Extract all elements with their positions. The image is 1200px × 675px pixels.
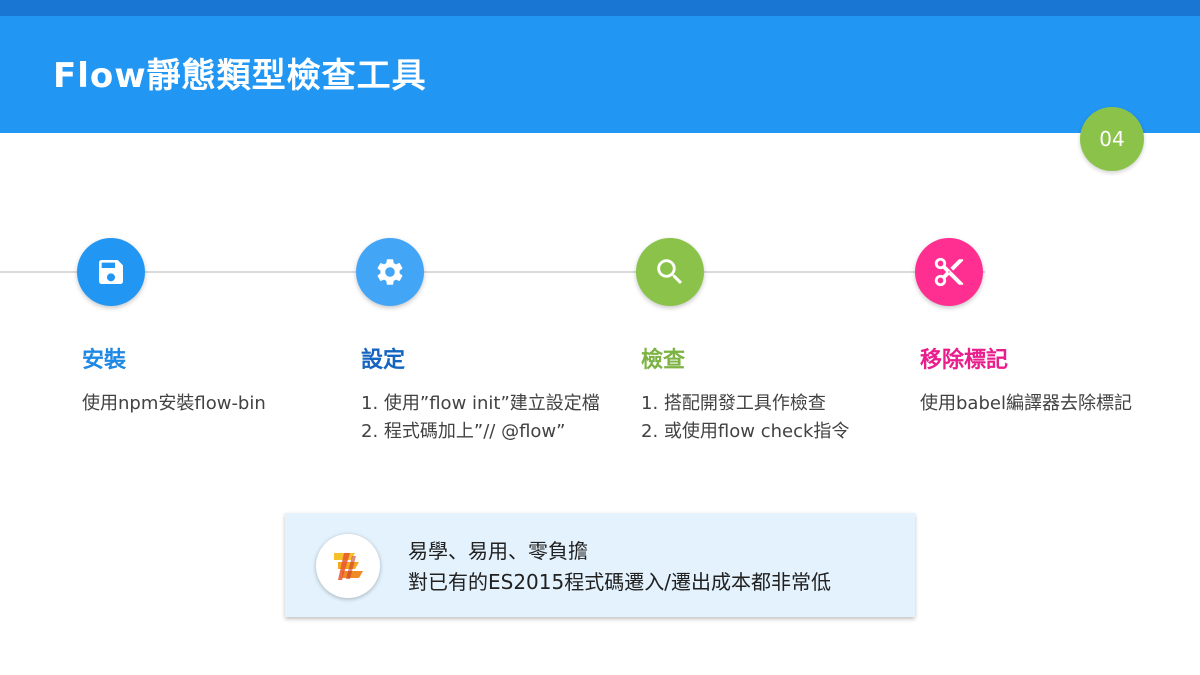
page-number-badge: 04 (1080, 107, 1144, 171)
step-check-title: 檢查 (641, 348, 686, 373)
timeline-line (0, 271, 985, 273)
callout-line-2: 對已有的ES2015程式碼遷入/遷出成本都非常低 (408, 570, 831, 594)
step-remove-description: 使用babel編譯器去除標記 (920, 390, 1132, 418)
flow-logo-mark (334, 553, 363, 580)
callout-box: 易學、易用、零負擔 對已有的ES2015程式碼遷入/遷出成本都非常低 (285, 513, 915, 617)
floppy-disk-icon (99, 260, 123, 284)
step-remove-line: 使用babel編譯器去除標記 (920, 393, 1132, 414)
step-config-icon-circle (356, 238, 424, 306)
step-config-line: 1. 使用”flow init”建立設定檔 (361, 393, 600, 414)
step-remove-title: 移除標記 (920, 348, 1009, 373)
callout-text: 易學、易用、零負擔 對已有的ES2015程式碼遷入/遷出成本都非常低 (408, 536, 831, 598)
step-check-line: 1. 搭配開發工具作檢查 (641, 393, 826, 414)
step-config-description: 1. 使用”flow init”建立設定檔 2. 程式碼加上”// @flow” (361, 390, 600, 446)
slide-header: Flow靜態類型檢查工具 (0, 16, 1200, 133)
step-config-title: 設定 (361, 348, 406, 373)
step-install-line: 使用npm安裝flow-bin (82, 393, 266, 414)
step-config-line: 2. 程式碼加上”// @flow” (361, 421, 566, 442)
flow-logo-icon (316, 534, 380, 598)
step-install-title: 安裝 (82, 348, 127, 373)
search-icon (657, 259, 683, 285)
step-install-description: 使用npm安裝flow-bin (82, 390, 266, 418)
step-install-icon-circle (77, 238, 145, 306)
step-check-icon-circle (636, 238, 704, 306)
step-check-line: 2. 或使用flow check指令 (641, 421, 850, 442)
scissors-icon (934, 257, 964, 287)
slide-title: Flow靜態類型檢查工具 (53, 56, 427, 96)
header-top-strip (0, 0, 1200, 16)
callout-line-1: 易學、易用、零負擔 (408, 539, 588, 563)
step-check-description: 1. 搭配開發工具作檢查 2. 或使用flow check指令 (641, 390, 849, 446)
step-remove-icon-circle (915, 238, 983, 306)
gear-icon (377, 259, 403, 285)
